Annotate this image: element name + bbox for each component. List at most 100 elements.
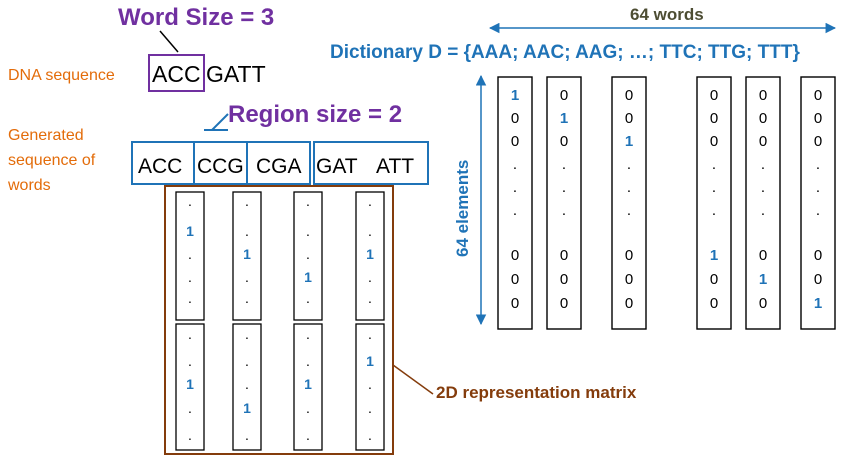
- matrix-cell: .: [188, 326, 192, 342]
- matrix-cell: 1: [186, 376, 194, 392]
- vector-cell: 0: [511, 247, 519, 264]
- vector-cell: 0: [625, 247, 633, 264]
- word-size-connector: [159, 30, 179, 53]
- matrix-cell: .: [245, 376, 249, 392]
- matrix-cell: 1: [366, 246, 374, 262]
- matrix-cell: .: [188, 353, 192, 369]
- vector-cell: 0: [560, 295, 568, 312]
- matrix-cell: 1: [243, 400, 251, 416]
- vector-cell: 0: [710, 133, 718, 150]
- vector-cell: 0: [759, 110, 767, 127]
- vector-cell: 0: [759, 87, 767, 104]
- matrix-cell: .: [368, 376, 372, 392]
- vector-cell: .: [627, 179, 631, 196]
- representation-matrix: .1.....1....1.....1....1...1....1...1...: [175, 191, 385, 451]
- vector-cell: 0: [511, 295, 519, 312]
- vector-cell: 0: [710, 295, 718, 312]
- vector-cell: 0: [625, 295, 633, 312]
- vector-cell: 1: [814, 295, 822, 312]
- dictionary-label: Dictionary D = {AAA; AAC; AAG; …; TTC; T…: [330, 42, 800, 63]
- vector-cell: 1: [710, 247, 718, 264]
- vector-cell: .: [513, 179, 517, 196]
- vector-cell: 0: [560, 271, 568, 288]
- generated-label-line3: words: [7, 177, 51, 194]
- vector-cell: 0: [560, 87, 568, 104]
- matrix-cell: 1: [243, 246, 251, 262]
- region-box-2: [193, 141, 311, 185]
- matrix-cell: .: [245, 427, 249, 443]
- matrix-column-bottom: [175, 323, 205, 451]
- generated-label-line1: Generated: [8, 127, 84, 144]
- vector-cell: 0: [560, 247, 568, 264]
- matrix-cell: .: [306, 427, 310, 443]
- vector-cell: .: [562, 156, 566, 173]
- dictionary-vector: [497, 76, 533, 330]
- vector-cell: 0: [759, 295, 767, 312]
- matrix-column-top: [232, 191, 262, 321]
- matrix-cell: .: [306, 326, 310, 342]
- vector-cell: 1: [560, 110, 568, 127]
- words-count-label: 64 words: [630, 5, 704, 24]
- dictionary-vector: [745, 76, 781, 330]
- vector-cell: 0: [625, 271, 633, 288]
- dictionary-vector: [800, 76, 836, 330]
- vector-cell: .: [761, 179, 765, 196]
- vector-cell: 0: [759, 133, 767, 150]
- matrix-column-bottom: [293, 323, 323, 451]
- vector-cell: 0: [560, 133, 568, 150]
- matrix-cell: .: [368, 290, 372, 306]
- matrix-cell: .: [245, 193, 249, 209]
- word-token: CCG: [197, 155, 244, 178]
- vector-cell: 0: [814, 247, 822, 264]
- matrix-cell: .: [306, 290, 310, 306]
- matrix-cell: 1: [186, 223, 194, 239]
- vector-cell: .: [816, 202, 820, 219]
- matrix-cell: .: [188, 290, 192, 306]
- vector-cell: .: [513, 202, 517, 219]
- matrix-cell: .: [188, 400, 192, 416]
- matrix-label: 2D representation matrix: [436, 383, 637, 402]
- matrix-column-top: [355, 191, 385, 321]
- word-token: CGA: [256, 155, 302, 178]
- vector-cell: 0: [710, 110, 718, 127]
- matrix-cell: 1: [366, 353, 374, 369]
- dna-sequence-label: DNA sequence: [8, 67, 115, 84]
- word-token: GAT: [316, 155, 358, 178]
- vector-cell: 0: [814, 271, 822, 288]
- matrix-column-top: [293, 191, 323, 321]
- vector-cell: 0: [710, 271, 718, 288]
- vector-cell: 0: [814, 133, 822, 150]
- vector-cell: .: [513, 156, 517, 173]
- generated-label-line2: sequence of: [8, 152, 96, 169]
- matrix-cell: .: [368, 193, 372, 209]
- dictionary-vector: [696, 76, 732, 330]
- vector-cell: .: [562, 179, 566, 196]
- vector-cell: .: [816, 156, 820, 173]
- matrix-cell: 1: [304, 376, 312, 392]
- word-size-label: Word Size = 3: [118, 4, 274, 31]
- matrix-cell: .: [245, 290, 249, 306]
- word-token: ACC: [138, 155, 182, 178]
- matrix-outline: [164, 185, 394, 455]
- vector-cell: .: [816, 179, 820, 196]
- dictionary-vector: [611, 76, 647, 330]
- matrix-cell: .: [306, 246, 310, 262]
- vector-cell: 0: [814, 87, 822, 104]
- matrix-cell: .: [306, 223, 310, 239]
- vector-cell: .: [712, 202, 716, 219]
- matrix-cell: .: [306, 400, 310, 416]
- dictionary-vector: [546, 76, 582, 330]
- matrix-cell: .: [188, 193, 192, 209]
- vector-cell: 0: [511, 271, 519, 288]
- matrix-cell: .: [368, 427, 372, 443]
- matrix-cell: .: [245, 269, 249, 285]
- dictionary-vectors: 100...000010...000001...000000...100000.…: [497, 76, 836, 330]
- vector-cell: 0: [625, 110, 633, 127]
- vector-cell: 1: [511, 87, 519, 104]
- matrix-label-connector: [392, 364, 434, 395]
- dna-sequence-prefix: ACC: [152, 61, 201, 87]
- vector-cell: .: [627, 202, 631, 219]
